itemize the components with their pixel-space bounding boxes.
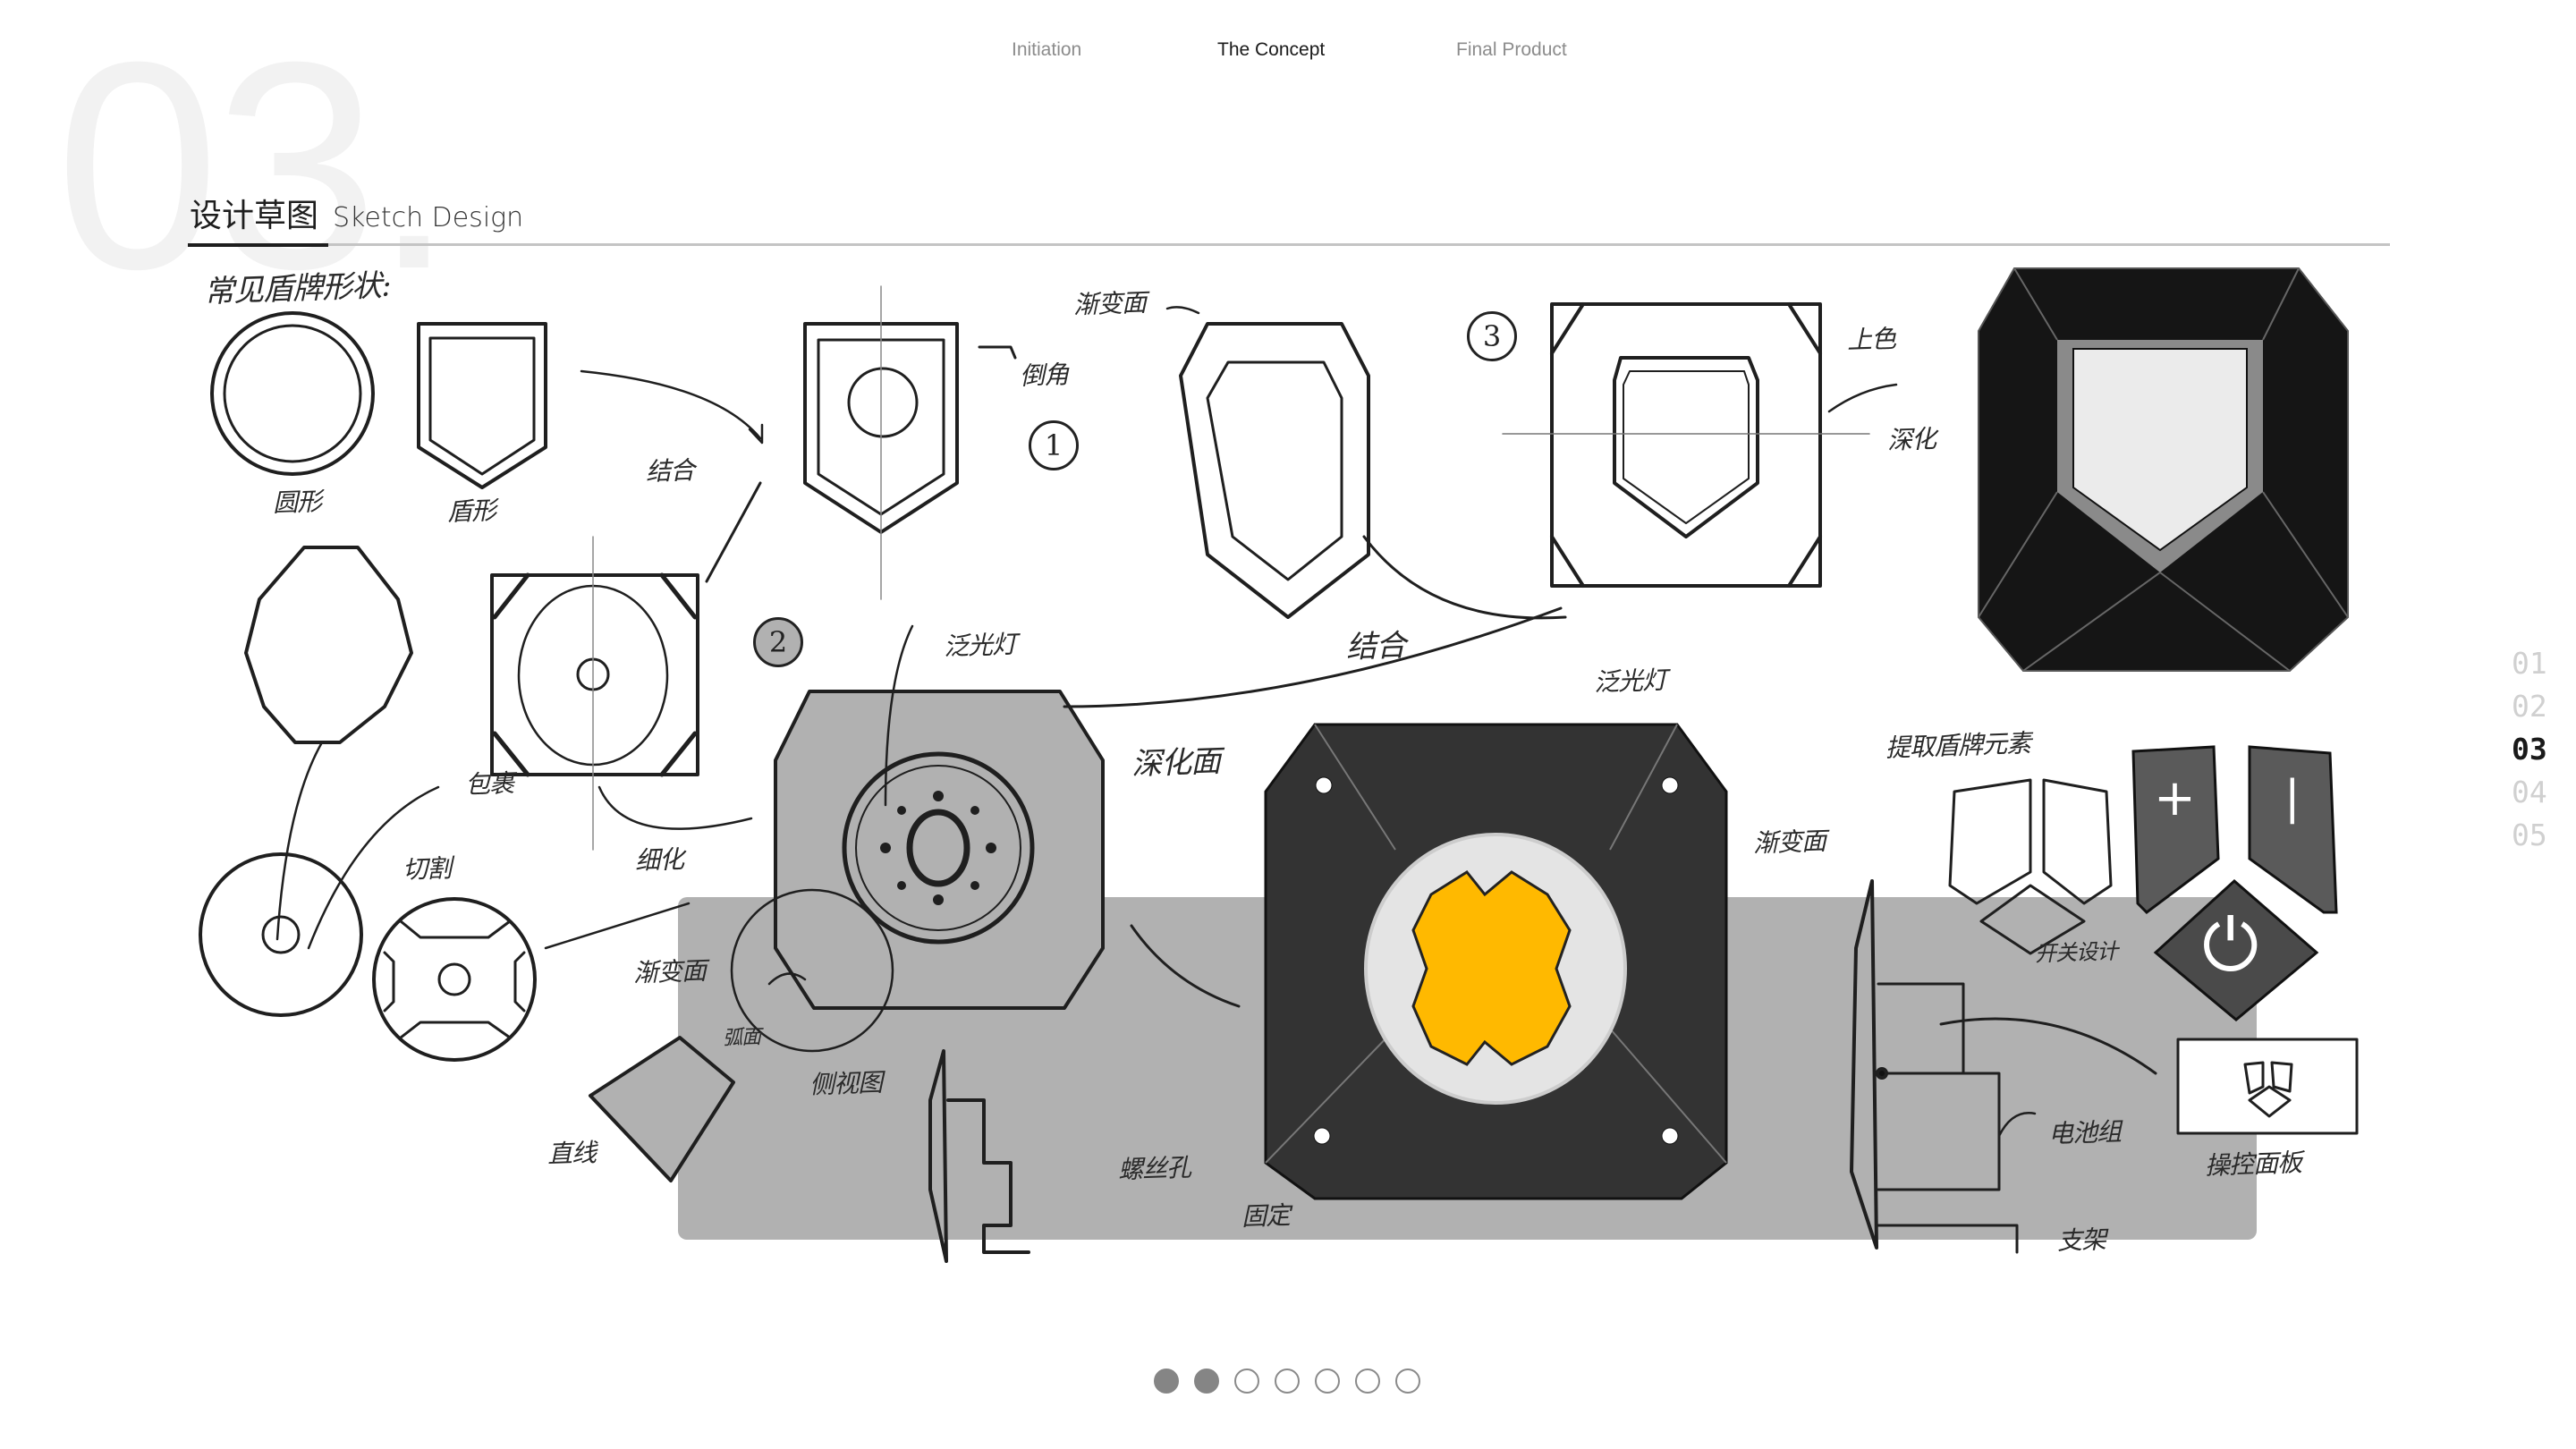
pagination-dot-4[interactable] <box>1275 1368 1300 1394</box>
annotation-control-panel: 操控面板 <box>2204 1148 2302 1181</box>
annotation-deepen: 深化 <box>1886 424 1936 455</box>
pagination-dot-1[interactable] <box>1154 1368 1179 1394</box>
nav-item-initiation[interactable]: Initiation <box>1012 39 1082 60</box>
step-3-badge: 3 <box>1467 311 1517 361</box>
pagination-dot-5[interactable] <box>1315 1368 1340 1394</box>
pagination-dot-3[interactable] <box>1234 1368 1259 1394</box>
pagination-dot-7[interactable] <box>1395 1368 1420 1394</box>
plus-button[interactable]: + <box>2154 769 2196 827</box>
rendered-shield-icon <box>1978 267 2349 672</box>
annotation-bracket: 支架 <box>2056 1224 2106 1256</box>
annotation-deepen-surface: 深化面 <box>1131 743 1221 783</box>
nav-item-the-concept[interactable]: The Concept <box>1217 39 1326 60</box>
annotation-combine-2: 结合 <box>1345 627 1406 666</box>
section-title-cn: 设计草图 <box>190 198 319 234</box>
nav-item-final-product[interactable]: Final Product <box>1456 39 1567 60</box>
pagination-dot-2[interactable] <box>1194 1368 1219 1394</box>
title-divider-accent <box>188 242 328 247</box>
minus-button[interactable]: | <box>2284 771 2301 825</box>
annotation-cut: 切割 <box>402 853 452 885</box>
annotation-straight-line: 直线 <box>547 1138 597 1169</box>
control-buttons <box>2131 745 2338 1021</box>
page-index-01[interactable]: 01 <box>2512 646 2547 681</box>
annotation-chamfer: 倒角 <box>1019 360 1069 391</box>
annotation-battery-pack: 电池组 <box>2047 1116 2122 1149</box>
page-index-04[interactable]: 04 <box>2512 775 2547 809</box>
annotation-circle: 圆形 <box>272 487 322 518</box>
section-title-en: Sketch Design <box>333 202 524 233</box>
annotation-wrap: 包裹 <box>464 768 514 800</box>
annotation-coloring: 上色 <box>1846 324 1896 355</box>
section-title: 设计草图 Sketch Design <box>190 190 523 234</box>
annotation-refine: 细化 <box>634 844 684 876</box>
annotation-combine: 结合 <box>645 455 695 487</box>
power-button[interactable]: ⏻ <box>2202 903 2259 987</box>
step-2-badge: 2 <box>753 617 803 667</box>
top-nav: Initiation The Concept Final Product <box>0 39 2576 66</box>
annotation-screw-hole: 螺丝孔 <box>1117 1152 1191 1185</box>
annotation-curved-surface: 弧面 <box>722 1026 761 1050</box>
annotation-gradient-surface-1: 渐变面 <box>1072 287 1147 320</box>
annotation-fixed: 固定 <box>1241 1200 1291 1232</box>
step-1-badge: 1 <box>1029 420 1079 470</box>
annotation-floodlight-1: 泛光灯 <box>943 629 1017 662</box>
annotation-shield: 盾形 <box>446 496 496 527</box>
page-index-03[interactable]: 03 <box>2512 732 2547 767</box>
annotation-floodlight-2: 泛光灯 <box>1593 665 1667 698</box>
pagination-dot-6[interactable] <box>1355 1368 1380 1394</box>
annotation-gradient-surface-3: 渐变面 <box>632 955 707 988</box>
page-index: 01 02 03 04 05 <box>2512 642 2565 857</box>
page-index-02[interactable]: 02 <box>2512 689 2547 724</box>
circle-shape-sketch <box>210 311 375 476</box>
annotation-side-view: 侧视图 <box>809 1067 883 1100</box>
annotation-extract-shield-elements: 提取盾牌元素 <box>1885 728 2031 763</box>
shield-shape-sketch <box>417 322 547 489</box>
page-index-05[interactable]: 05 <box>2512 818 2547 852</box>
annotation-switch-design: 开关设计 <box>2034 938 2118 967</box>
annotation-common-shapes: 常见盾牌形状: <box>203 267 392 310</box>
title-divider <box>188 242 2390 247</box>
background-section-number: 03. <box>55 0 455 330</box>
rendered-floodlight <box>1264 723 1728 1200</box>
annotation-gradient-surface-2: 渐变面 <box>1752 826 1826 859</box>
